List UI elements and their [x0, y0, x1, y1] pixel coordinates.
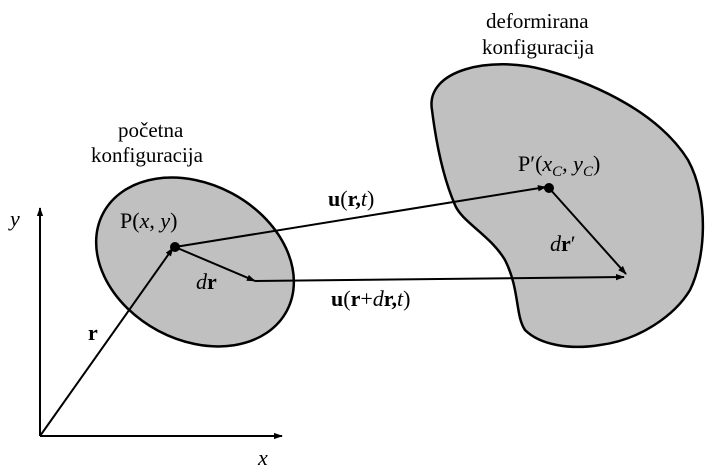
deformed-caption-line2: konfiguracija	[482, 35, 595, 59]
point-P-prime-label: P′(xC, yC)	[518, 151, 600, 180]
vector-dr-prime	[548, 187, 627, 275]
position-vector-r	[39, 247, 174, 437]
dr-prime-label: dr′	[550, 231, 576, 256]
initial-configuration-body	[94, 176, 296, 348]
initial-caption-line1: početna	[118, 118, 184, 142]
point-P-prime	[544, 183, 554, 193]
y-axis-label: y	[8, 206, 20, 231]
initial-caption-line2: konfiguracija	[91, 143, 204, 167]
u-rt-label: u(r,t)	[328, 186, 374, 211]
point-P	[170, 242, 180, 252]
dr-label: dr	[196, 269, 217, 294]
displacement-vector-u-rt	[174, 185, 547, 248]
deformed-caption-line1: deformirana	[486, 9, 589, 33]
displacement-vector-u-rdrt	[254, 273, 625, 282]
x-axis-label: x	[257, 445, 268, 468]
r-label: r	[88, 320, 98, 345]
vector-dr	[174, 246, 256, 282]
u-rdrt-label: u(r+dr,t)	[331, 286, 410, 311]
deformed-configuration-body	[430, 63, 705, 349]
point-P-label: P(x, y)	[120, 208, 177, 233]
